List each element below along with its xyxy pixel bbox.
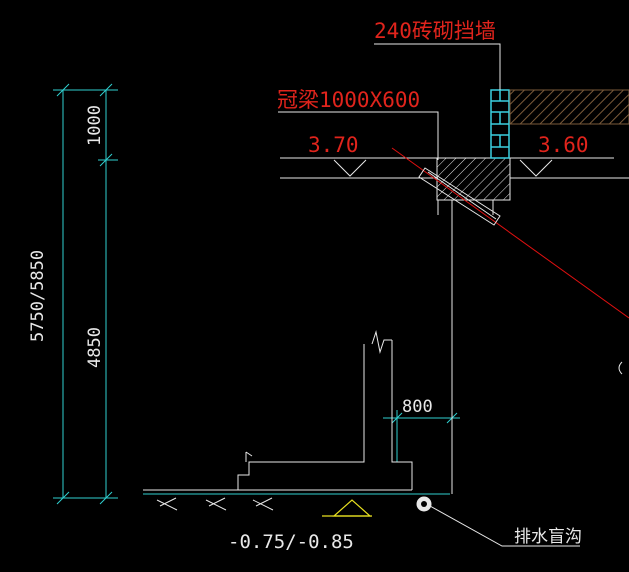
elevation-left-label: 3.70 <box>308 133 359 157</box>
grade-lines-white <box>143 157 629 491</box>
anchor-rod <box>391 147 629 319</box>
elevation-right-label: 3.60 <box>538 133 589 157</box>
leader-lines <box>278 43 501 160</box>
retaining-wall-label: 240砖砌挡墙 <box>374 19 496 43</box>
edge-mark <box>618 361 623 375</box>
pile-wall <box>437 200 494 494</box>
drain-pipe <box>416 496 580 547</box>
soil-markers <box>156 497 274 511</box>
bottom-elevation-label: -0.75/-0.85 <box>228 531 354 553</box>
dimension-lines <box>53 83 460 505</box>
basement-wall <box>237 330 413 490</box>
bottom-elevation-marker <box>322 499 372 517</box>
brick-paving <box>509 89 629 125</box>
elevation-marker-right <box>519 159 553 177</box>
elevation-marker-left <box>333 159 367 177</box>
drain-label: 排水盲沟 <box>514 527 582 547</box>
crown-beam-label: 冠梁1000X600 <box>277 88 420 112</box>
brick-retaining-wall <box>490 89 510 159</box>
dimension-bottom-label: 4850 <box>85 327 105 368</box>
crown-beam <box>436 157 511 201</box>
dimension-top-label: 1000 <box>85 105 105 146</box>
dimension-offset-label: 800 <box>402 397 433 417</box>
dimension-total-label: 5750/5850 <box>28 250 48 342</box>
